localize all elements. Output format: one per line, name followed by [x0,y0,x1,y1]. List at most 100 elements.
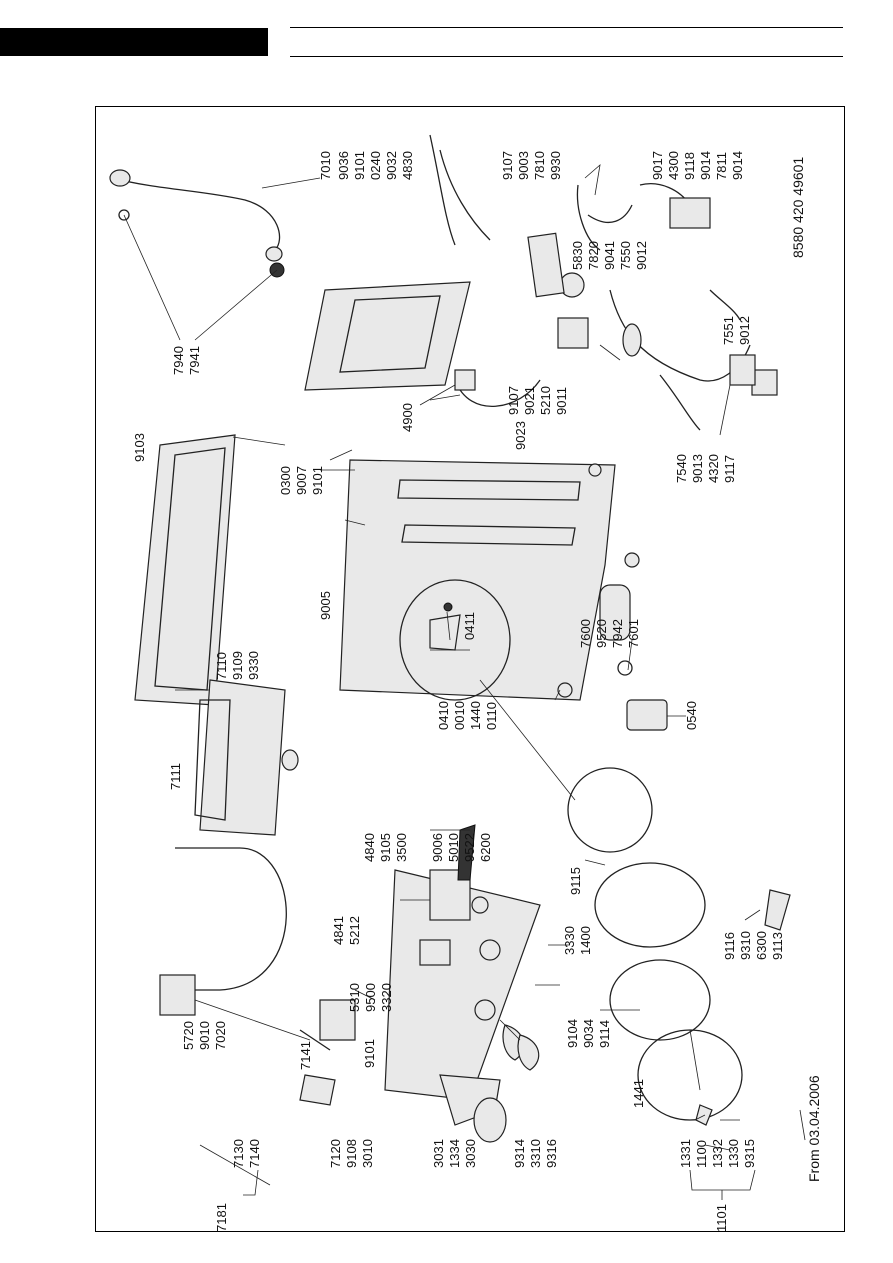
rotary-switch-drawing [457,824,476,881]
label-7941: 7941 [187,346,202,375]
cabinet-vents-drawing [397,479,581,546]
label-5210: 5210 [538,386,553,415]
label-9101-a: 9101 [352,151,367,180]
label-9522: 9522 [462,833,477,862]
label-9005: 9005 [318,591,333,620]
label-0010: 0010 [452,701,467,730]
label-1330: 1330 [726,1139,741,1168]
label-0410: 0410 [436,701,451,730]
label-6300: 6300 [754,931,769,960]
dispenser-hose-drawing [576,184,601,251]
label-0411: 0411 [462,612,477,640]
label-7020: 7020 [213,1021,228,1050]
label-1100: 1100 [694,1140,709,1168]
label-9010: 9010 [197,1021,212,1050]
document-number: 8580 420 49601 [790,157,806,258]
drawer-handle-drawing [299,1074,336,1106]
door-glass-drawing [594,862,706,948]
label-9107-a: 9107 [500,151,515,180]
label-7141: 7141 [298,1041,313,1070]
label-9117: 9117 [722,455,737,483]
label-9013: 9013 [690,454,705,483]
label-7942: 7942 [610,619,625,648]
label-7810: 7810 [532,151,547,180]
display-drawing [473,1097,507,1143]
label-7181: 7181 [214,1203,229,1232]
header-rule-bottom [290,56,843,57]
door-opening-drawing [399,579,511,701]
filter-cap-drawing [599,584,631,641]
label-1441: 1441 [631,1079,646,1108]
label-9012-b: 9012 [737,316,752,345]
label-4840: 4840 [362,833,377,862]
label-9116: 9116 [722,932,737,960]
valve-block-drawing [669,197,711,229]
label-5720: 5720 [181,1021,196,1050]
label-9500: 9500 [363,983,378,1012]
label-4830: 4830 [400,151,415,180]
label-9041: 9041 [602,241,617,270]
label-9104: 9104 [565,1019,580,1048]
door-gasket-drawing [567,767,653,853]
label-1331: 1331 [678,1139,693,1168]
label-7550: 7550 [618,241,633,270]
label-4841: 4841 [331,916,346,945]
drawer-drawing [319,999,356,1041]
label-5310: 5310 [347,983,362,1012]
label-1400: 1400 [578,926,593,955]
label-9113: 9113 [770,932,785,960]
label-7811: 7811 [714,152,729,180]
label-9003: 9003 [516,151,531,180]
label-9105: 9105 [378,833,393,862]
label-7940: 7940 [171,346,186,375]
part-labels: 7010 9036 9101 0240 9032 4830 9107 9003 … [132,151,822,1232]
dispenser-lid-drawing [194,699,231,821]
label-7010: 7010 [318,151,333,180]
bracket-drawing [527,232,565,298]
label-1101: 1101 [714,1204,729,1232]
foot-drawing-3 [557,682,573,698]
label-9017: 9017 [650,151,665,180]
label-7120: 7120 [328,1139,343,1168]
label-9036: 9036 [336,151,351,180]
label-4300: 4300 [666,151,681,180]
label-9314: 9314 [512,1139,527,1168]
label-9101-b: 9101 [310,466,325,495]
dispenser-outlet-drawing [281,749,299,771]
label-9107-b: 9107 [506,386,521,415]
label-7600: 7600 [578,619,593,648]
label-9316: 9316 [544,1139,559,1168]
dispenser-housing-drawing [199,679,286,836]
air-trap-drawing [622,323,642,357]
label-9315: 9315 [742,1139,757,1168]
label-9012-a: 9012 [634,241,649,270]
label-3500: 3500 [394,833,409,862]
label-9011: 9011 [554,387,569,415]
label-9115: 9115 [568,867,583,895]
diagram-frame [95,106,845,1232]
label-4900: 4900 [400,403,415,432]
label-1334: 1334 [447,1139,462,1168]
back-panel-window-drawing [339,295,441,373]
label-3320: 3320 [379,983,394,1012]
knob-cap-2-drawing [517,1034,540,1071]
label-5212: 5212 [347,916,362,945]
label-9930: 9930 [548,151,563,180]
label-0110: 0110 [484,702,499,730]
pump-housing-drawing [729,354,756,386]
door-outer-ring-drawing [637,1029,743,1121]
label-7130: 7130 [231,1139,246,1168]
label-7110: 7110 [214,652,229,680]
foot-drawing-1 [588,463,602,477]
leader-lines [123,163,806,1200]
electronic-module-drawing [419,939,451,966]
door-catch-drawing [429,614,461,651]
label-3031: 3031 [431,1139,446,1168]
label-3010: 3010 [360,1139,375,1168]
label-9108: 9108 [344,1139,359,1168]
washer-drawing [118,209,130,221]
label-7111: 7111 [168,763,183,790]
label-9014-b: 9014 [730,151,745,180]
label-9006: 9006 [430,833,445,862]
